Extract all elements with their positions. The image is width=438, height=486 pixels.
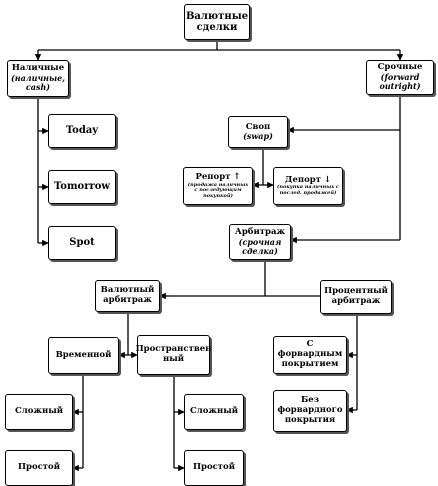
node-label: Своп [245,121,271,132]
node-arbitrage: Арбитраж (срочная сделка) [229,224,291,260]
node-cash: Наличные (наличные, cash) [7,60,69,97]
node-deport: Депорт ↓ (покупка наличных с послед. про… [273,167,343,205]
node-sublabel: (покупка наличных с послед. продажей) [277,184,339,196]
node-spot: Spot [48,226,116,260]
node-swap: Своп (swap) [228,116,288,148]
node-simple-temporal: Простой [5,450,73,486]
node-label: Сложный [189,406,239,417]
node-temporal: Временной [48,337,119,374]
node-label: Арбитраж [234,226,286,237]
node-label: С форвардным покрытием [277,339,343,369]
node-label: Tomorrow [53,181,111,193]
node-sublabel: (продажа наличных с последующим покупкой… [187,181,249,199]
node-currency-deals: Валютные сделки [184,4,250,40]
node-sublabel: (наличные, cash) [10,73,66,93]
node-label: Временной [55,349,112,360]
node-label: Сложный [14,406,64,417]
node-label: Срочные [377,62,423,73]
node-label: Простой [192,462,236,473]
node-label: Валютный арбитраж [100,285,155,305]
node-label: Депорт ↓ [284,174,332,185]
node-label: Репорт ↑ [195,171,241,182]
node-simple-spatial: Простой [184,450,244,486]
node-label: Today [65,125,99,137]
node-today: Today [48,114,116,148]
node-label: Простой [17,462,61,473]
node-currency-arbitrage: Валютный арбитраж [95,280,160,312]
node-complex-spatial: Сложный [184,394,244,430]
node-sublabel: (срочная сделка) [238,236,282,256]
node-label: Процентный арбитраж [324,286,388,306]
node-spatial: Пространствен ный [135,335,212,375]
node-forward: Срочные (forward outright) [366,60,434,95]
node-label: Пространствен ный [135,344,212,364]
node-label: Spot [69,237,95,249]
node-label: Без форвардного покрытия [277,395,343,425]
node-without-forward-cover: Без форвардного покрытия [273,390,347,432]
node-interest-arbitrage: Процентный арбитраж [320,280,392,314]
node-tomorrow: Tomorrow [48,170,116,204]
node-report: Репорт ↑ (продажа наличных с последующим… [183,167,253,205]
node-complex-temporal: Сложный [5,394,73,430]
node-sublabel: (swap) [243,131,273,142]
node-with-forward-cover: С форвардным покрытием [273,336,347,374]
node-sublabel: (forward outright) [379,72,421,92]
node-label: Наличные [11,63,65,74]
node-label: Валютные сделки [185,10,249,34]
